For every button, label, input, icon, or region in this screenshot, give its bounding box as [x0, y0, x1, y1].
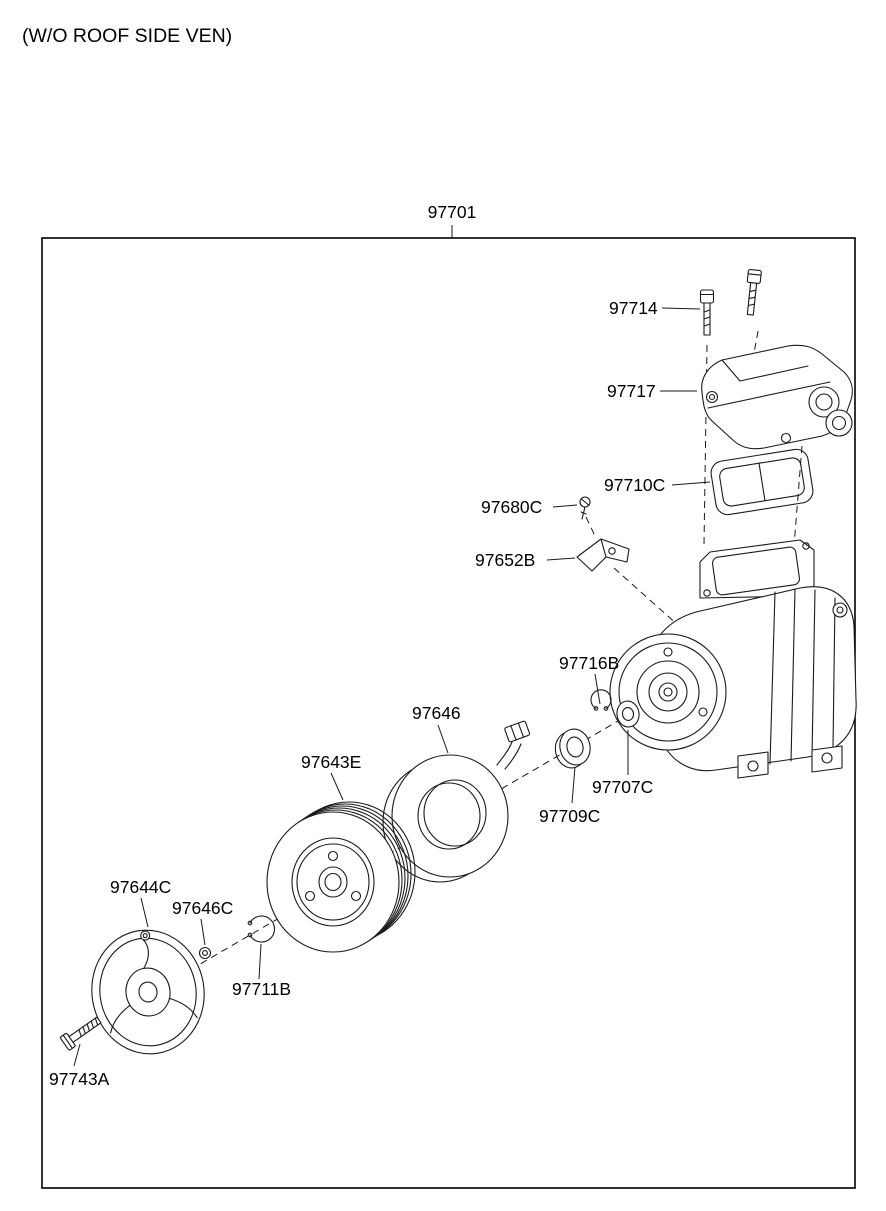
bearing-97709C-drawing — [554, 728, 591, 769]
leader-97680C — [552, 504, 578, 508]
leader-97716B — [594, 673, 601, 705]
rear-head-97717-drawing — [701, 344, 853, 450]
snap-ring-97716B-drawing — [590, 689, 612, 711]
leader-97709C — [571, 766, 576, 804]
part-label-97711B: 97711B — [232, 979, 291, 999]
screw-97680C-drawing — [579, 496, 591, 520]
bracket-97652B-drawing — [576, 538, 630, 572]
leader-97711B — [258, 943, 262, 980]
part-label-97644C: 97644C — [110, 877, 171, 897]
part-label-97709C: 97709C — [539, 806, 600, 826]
leader-97644C — [140, 897, 149, 928]
leader-97743A — [73, 1043, 81, 1067]
pulley-97643E-drawing — [266, 801, 416, 953]
part-label-97652B: 97652B — [475, 550, 535, 570]
part-label-97714: 97714 — [609, 298, 658, 318]
bolt-97743A-drawing — [59, 1016, 102, 1051]
part-label-97643E: 97643E — [301, 752, 361, 772]
leader-97710C — [671, 481, 711, 486]
clutch-disc-97644C-drawing — [91, 929, 205, 1055]
part-label-97716B: 97716B — [559, 653, 619, 673]
leader-97714 — [661, 307, 701, 310]
washer-97707C-drawing — [616, 700, 640, 728]
part-label-97701: 97701 — [428, 202, 477, 222]
page-title: (W/O ROOF SIDE VEN) — [22, 25, 232, 47]
part-label-97646C: 97646C — [172, 898, 233, 918]
part-label-97717: 97717 — [607, 381, 656, 401]
leader-97646 — [437, 724, 449, 754]
snap-ring-97711B-drawing — [247, 915, 276, 943]
part-label-97707C: 97707C — [592, 777, 653, 797]
gasket-97710C-drawing — [710, 448, 814, 516]
bolt-pair-97714-drawing — [699, 268, 762, 336]
part-label-97710C: 97710C — [604, 475, 665, 495]
leader-97646C — [200, 918, 206, 946]
leader-97643E — [330, 772, 344, 801]
leader-97652B — [546, 557, 576, 561]
part-label-97680C: 97680C — [481, 497, 542, 517]
part-label-97743A: 97743A — [49, 1069, 110, 1089]
field-coil-97646-drawing — [382, 720, 531, 883]
compressor-body-drawing — [609, 539, 857, 779]
part-label-97646: 97646 — [412, 703, 461, 723]
shim-97646C-drawing — [198, 946, 212, 960]
